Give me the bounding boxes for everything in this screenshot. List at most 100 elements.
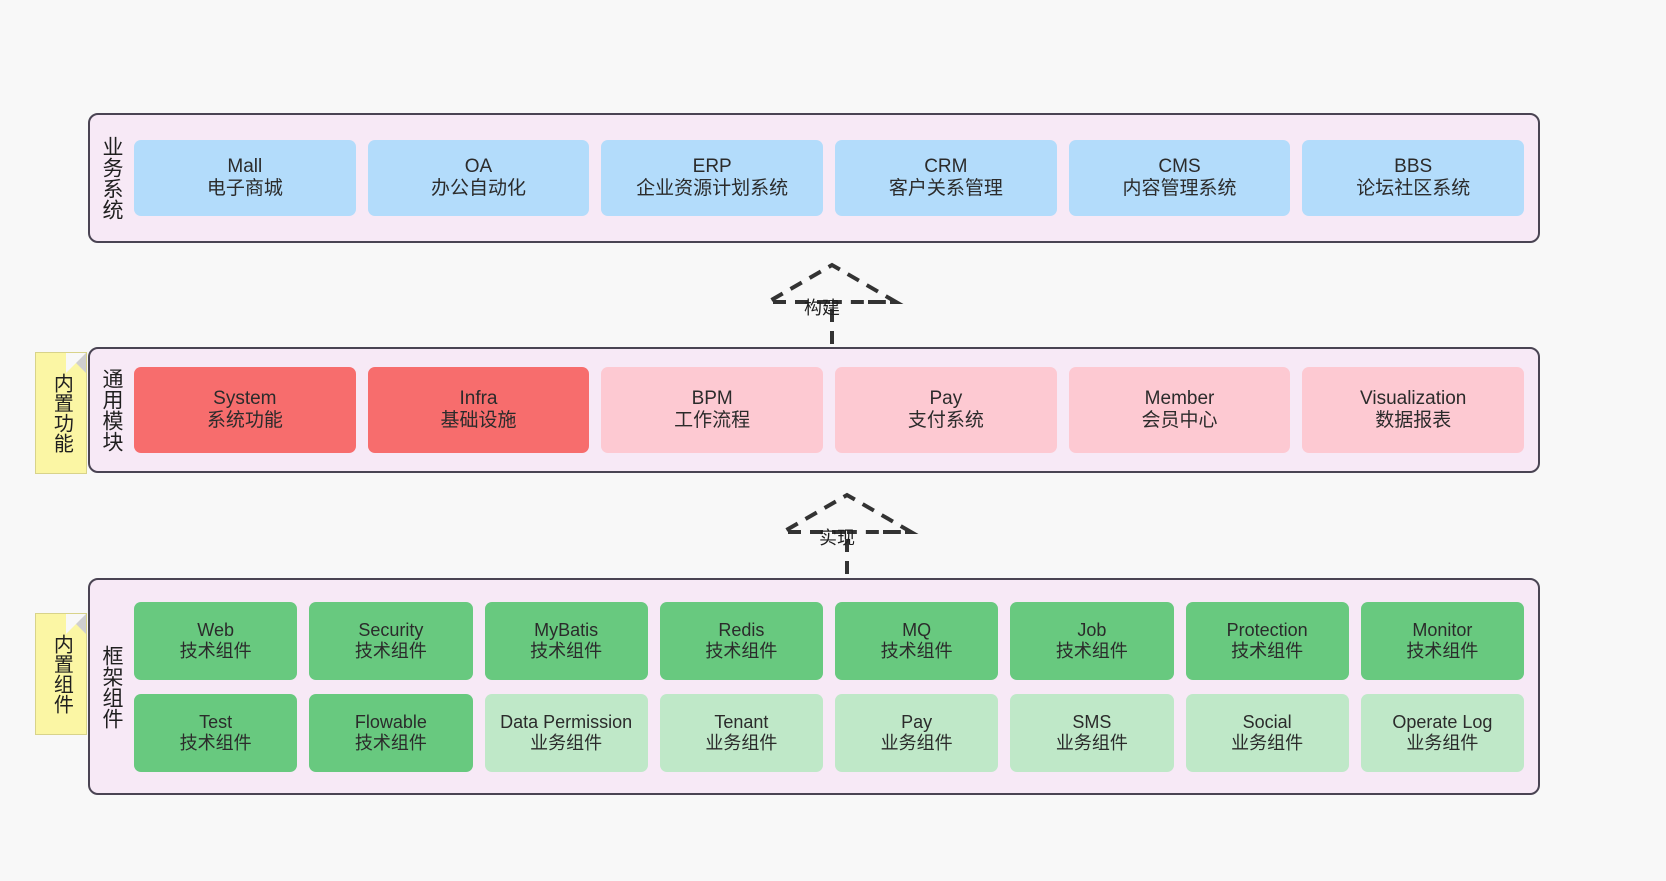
card-mq[interactable]: MQ 技术组件 bbox=[835, 601, 999, 680]
card-oa[interactable]: OA 办公自动化 bbox=[367, 140, 590, 216]
card-title: MyBatis bbox=[534, 619, 599, 640]
card-subtitle: 数据报表 bbox=[1375, 410, 1452, 431]
build-arrow: 构建 bbox=[755, 262, 910, 344]
card-bpm[interactable]: BPM 工作流程 bbox=[601, 367, 824, 453]
card-subtitle: 企业资源计划系统 bbox=[636, 178, 789, 199]
note-builtin-functions: 内置功能 bbox=[35, 352, 87, 474]
card-title: Mall bbox=[227, 155, 263, 177]
card-data-permission[interactable]: Data Permission 业务组件 bbox=[484, 693, 648, 772]
card-subtitle: 办公自动化 bbox=[431, 178, 527, 199]
card-security[interactable]: Security 技术组件 bbox=[309, 601, 473, 680]
note-label: 内置功能 bbox=[50, 373, 73, 453]
card-subtitle: 业务组件 bbox=[1055, 732, 1128, 753]
card-subtitle: 支付系统 bbox=[907, 410, 984, 431]
card-title: Data Permission bbox=[500, 711, 633, 732]
layer-title-business-system: 业务系统 bbox=[99, 136, 123, 220]
card-monitor[interactable]: Monitor 技术组件 bbox=[1360, 601, 1524, 680]
card-redis[interactable]: Redis 技术组件 bbox=[659, 601, 823, 680]
card-subtitle: 客户关系管理 bbox=[888, 178, 1003, 199]
layer-body-business-system: Mall 电子商城 OA 办公自动化 ERP 企业资源计划系统 CRM 客户关系… bbox=[132, 115, 1538, 241]
card-title: BBS bbox=[1394, 155, 1433, 177]
card-subtitle: 内容管理系统 bbox=[1122, 178, 1237, 199]
implement-arrow-icon bbox=[775, 492, 919, 574]
card-title: Web bbox=[197, 619, 234, 640]
card-system[interactable]: System 系统功能 bbox=[134, 367, 356, 453]
card-title: BPM bbox=[691, 387, 733, 409]
card-subtitle: 业务组件 bbox=[705, 732, 778, 753]
implement-arrow: 实现 bbox=[770, 492, 925, 574]
card-title: MQ bbox=[902, 619, 932, 640]
note-fold-cut-icon bbox=[66, 353, 86, 373]
card-title: System bbox=[213, 387, 277, 409]
layer-common-module[interactable]: 通用模块 System 系统功能 Infra 基础设施 BPM 工作流程 Pay… bbox=[88, 347, 1540, 473]
note-label: 内置组件 bbox=[50, 634, 73, 714]
card-title: Infra bbox=[459, 387, 498, 409]
card-mybatis[interactable]: MyBatis 技术组件 bbox=[484, 601, 648, 680]
card-title: Member bbox=[1144, 387, 1215, 409]
card-title: ERP bbox=[692, 155, 732, 177]
card-title: Pay bbox=[929, 387, 963, 409]
build-arrow-icon bbox=[760, 262, 904, 344]
card-title: Protection bbox=[1226, 619, 1308, 640]
card-pay-component[interactable]: Pay 业务组件 bbox=[835, 693, 999, 772]
card-subtitle: 业务组件 bbox=[1406, 732, 1479, 753]
card-subtitle: 技术组件 bbox=[354, 732, 427, 753]
card-title: Social bbox=[1242, 711, 1292, 732]
layer-body-framework-component: Web 技术组件 Security 技术组件 MyBatis 技术组件 Redi… bbox=[132, 580, 1538, 793]
card-title: Monitor bbox=[1412, 619, 1473, 640]
card-subtitle: 电子商城 bbox=[206, 178, 283, 199]
card-protection[interactable]: Protection 技术组件 bbox=[1185, 601, 1349, 680]
card-social[interactable]: Social 业务组件 bbox=[1185, 693, 1349, 772]
card-erp[interactable]: ERP 企业资源计划系统 bbox=[601, 140, 824, 216]
layer-business-system[interactable]: 业务系统 Mall 电子商城 OA 办公自动化 ERP 企业资源计划系统 CRM… bbox=[88, 113, 1540, 243]
card-title: CMS bbox=[1158, 155, 1201, 177]
card-subtitle: 技术组件 bbox=[705, 640, 778, 661]
note-builtin-components: 内置组件 bbox=[35, 613, 87, 735]
card-subtitle: 工作流程 bbox=[674, 410, 751, 431]
card-title: SMS bbox=[1072, 711, 1112, 732]
card-title: Job bbox=[1077, 619, 1107, 640]
layer-framework-component[interactable]: 框架组件 Web 技术组件 Security 技术组件 MyBatis 技术组件… bbox=[88, 578, 1540, 795]
card-title: Security bbox=[358, 619, 424, 640]
card-title: CRM bbox=[924, 155, 968, 177]
card-subtitle: 技术组件 bbox=[880, 640, 953, 661]
card-flowable[interactable]: Flowable 技术组件 bbox=[309, 693, 473, 772]
card-subtitle: 业务组件 bbox=[1231, 732, 1304, 753]
note-fold-cut-icon bbox=[66, 614, 86, 634]
card-infra[interactable]: Infra 基础设施 bbox=[367, 367, 590, 453]
card-title: Operate Log bbox=[1392, 711, 1493, 732]
card-bbs[interactable]: BBS 论坛社区系统 bbox=[1302, 140, 1525, 216]
card-subtitle: 技术组件 bbox=[1231, 640, 1304, 661]
card-subtitle: 技术组件 bbox=[179, 640, 252, 661]
card-subtitle: 技术组件 bbox=[179, 732, 252, 753]
framework-biz-row: Test 技术组件 Flowable 技术组件 Data Permission … bbox=[134, 693, 1524, 772]
card-title: Flowable bbox=[354, 711, 427, 732]
card-subtitle: 系统功能 bbox=[206, 410, 283, 431]
card-subtitle: 技术组件 bbox=[530, 640, 603, 661]
card-pay-module[interactable]: Pay 支付系统 bbox=[835, 367, 1057, 453]
card-subtitle: 会员中心 bbox=[1141, 410, 1218, 431]
layer-title-common-module: 通用模块 bbox=[99, 368, 123, 452]
card-mall[interactable]: Mall 电子商城 bbox=[134, 140, 356, 216]
card-cms[interactable]: CMS 内容管理系统 bbox=[1068, 140, 1291, 216]
layer-title-framework-component: 框架组件 bbox=[99, 644, 123, 729]
card-title: Pay bbox=[901, 711, 933, 732]
card-job[interactable]: Job 技术组件 bbox=[1010, 601, 1174, 680]
card-visualization[interactable]: Visualization 数据报表 bbox=[1302, 367, 1525, 453]
framework-tech-row: Web 技术组件 Security 技术组件 MyBatis 技术组件 Redi… bbox=[134, 601, 1524, 680]
card-subtitle: 业务组件 bbox=[880, 732, 953, 753]
implement-arrow-label: 实现 bbox=[819, 528, 855, 548]
card-tenant[interactable]: Tenant 业务组件 bbox=[659, 693, 823, 772]
card-operate-log[interactable]: Operate Log 业务组件 bbox=[1360, 693, 1524, 772]
card-title: Test bbox=[199, 711, 233, 732]
card-title: Redis bbox=[718, 619, 765, 640]
card-title: OA bbox=[464, 155, 493, 177]
card-web[interactable]: Web 技术组件 bbox=[134, 601, 298, 680]
card-test[interactable]: Test 技术组件 bbox=[134, 693, 298, 772]
card-sms[interactable]: SMS 业务组件 bbox=[1010, 693, 1174, 772]
card-member[interactable]: Member 会员中心 bbox=[1068, 367, 1291, 453]
card-subtitle: 技术组件 bbox=[354, 640, 427, 661]
card-crm[interactable]: CRM 客户关系管理 bbox=[835, 140, 1057, 216]
card-subtitle: 技术组件 bbox=[1055, 640, 1128, 661]
card-subtitle: 技术组件 bbox=[1406, 640, 1479, 661]
